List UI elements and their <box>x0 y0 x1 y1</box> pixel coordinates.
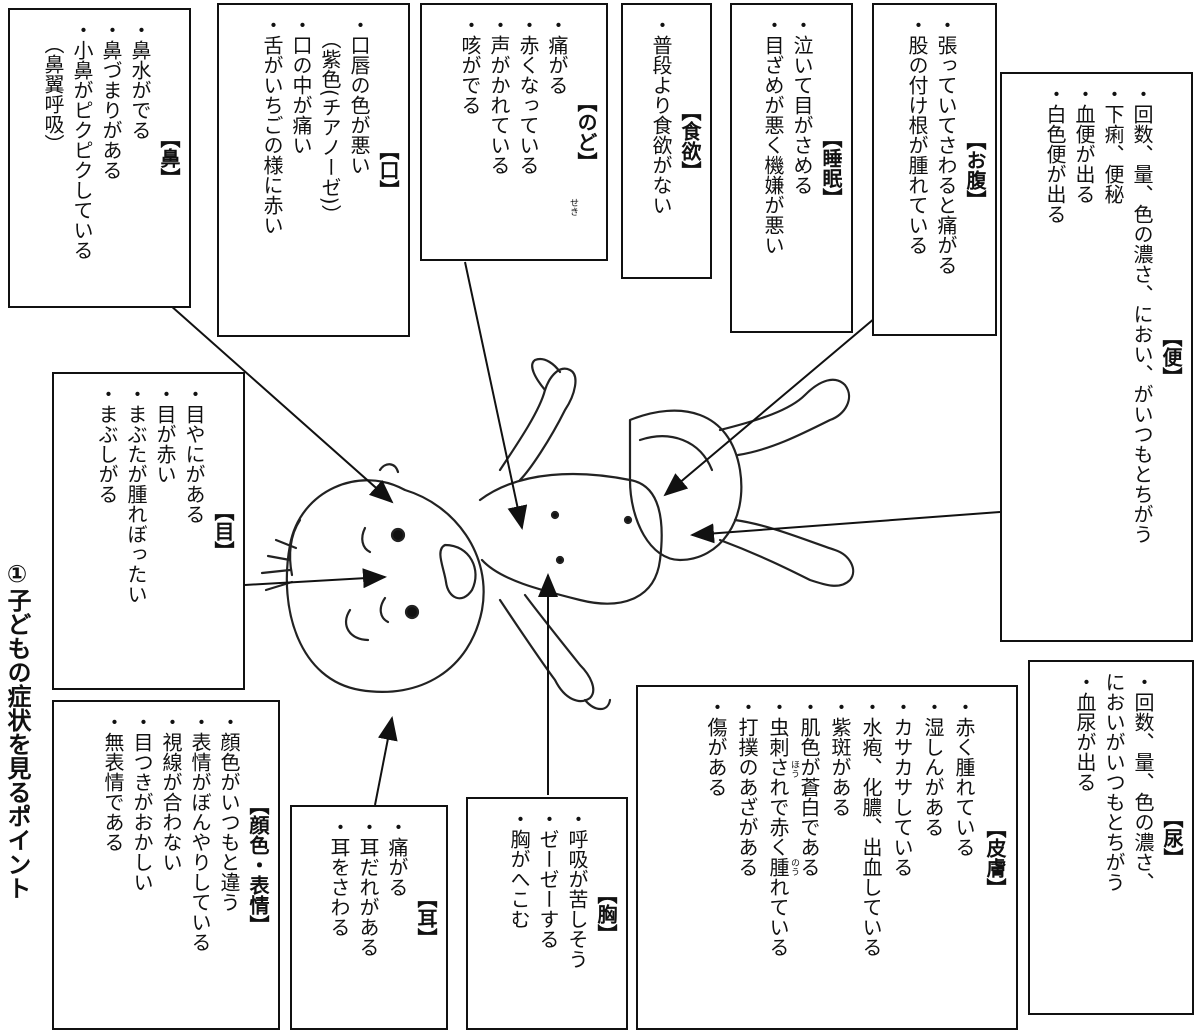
appetite-item: ・普段より食欲がない <box>649 15 673 215</box>
nose-note: （鼻翼呼吸） <box>41 34 65 154</box>
eye-box: 【目】 ・目やにがある ・目が赤い ・まぶたが腫れぼったい ・まぶしがる <box>52 372 245 690</box>
throat-heading: 【のど】 <box>574 92 598 172</box>
skin-item: ・カサカサしている <box>890 697 914 877</box>
sleep-heading: 【睡眠】 <box>819 128 843 208</box>
skin-item: ・虫刺されで赤く腫れている <box>766 697 790 957</box>
mouth-item: ・口の中が痛い <box>289 15 313 155</box>
skin-item: ・打撲のあざがある <box>735 697 759 877</box>
throat-item: ・咳がでる <box>458 15 482 115</box>
belly-box: 【お腹】 ・張っていてさわると痛がる ・股の付け根が腫れている <box>872 3 997 336</box>
arrow-belly <box>663 317 876 497</box>
skin-heading: 【皮膚】 <box>983 817 1007 898</box>
chest-item: ・ゼーゼーする <box>536 809 560 949</box>
eye-item: ・目が赤い <box>153 384 177 484</box>
baby-body <box>478 472 663 605</box>
baby-eye-right <box>404 604 420 620</box>
urine-box: 【尿】 ・回数、量、色の濃さ、 においがいつもとちがう ・血尿が出る <box>1028 660 1194 1015</box>
eye-item: ・まぶたが腫れぼったい <box>124 384 148 604</box>
arrow-nose <box>169 304 394 504</box>
baby-ear <box>344 608 370 642</box>
mouth-note: （紫色(チアノーゼ)） <box>318 29 342 225</box>
baby-eye-left <box>390 527 406 543</box>
nose-box: 【鼻】 ・鼻水がでる ・鼻づまりがある ・小鼻がピクピクしている （鼻翼呼吸） <box>8 8 191 308</box>
ear-item: ・痛がる <box>385 817 409 897</box>
belly-item: ・股の付け根が腫れている <box>905 15 929 255</box>
throat-item: ・痛がる <box>545 15 569 95</box>
mouth-heading: 【口】 <box>376 140 400 200</box>
nose-item: ・鼻水がでる <box>128 20 152 140</box>
face-item: ・顔色がいつもと違う <box>217 712 241 912</box>
face-item: ・目つきがおかしい <box>130 712 154 892</box>
arrow-throat <box>464 261 528 530</box>
face-box: 【顔色・表情】 ・顔色がいつもと違う ・表情がぼんやりしている ・視線が合わない… <box>52 700 280 1030</box>
skin-box: 【皮膚】 ・赤く腫れている ・湿しんがある ・カサカサしている ・水疱、化膿、出… <box>636 685 1018 1030</box>
stool-item: ・血便が出る <box>1072 84 1096 204</box>
urine-heading: 【尿】 <box>1160 807 1184 868</box>
ruby-blister: ほう <box>789 760 799 778</box>
baby-mouth <box>439 543 477 600</box>
mouth-item: ・舌がいちごの様に赤い <box>260 15 284 235</box>
appetite-box: 【食欲】 ・普段より食欲がない <box>621 3 712 279</box>
page-title: ①子どもの症状を見るポイント <box>3 560 31 900</box>
baby-arm-lower <box>498 593 595 703</box>
eye-item: ・目やにがある <box>182 384 206 524</box>
mouth-item: ・口唇の色が悪い <box>347 15 371 175</box>
mouth-box: 【口】 ・口唇の色が悪い （紫色(チアノーゼ)） ・口の中が痛い ・舌がいちごの… <box>217 3 410 337</box>
nose-item: ・鼻づまりがある <box>99 20 123 180</box>
urine-item: ・回数、量、色の濃さ、 <box>1131 672 1155 892</box>
arrow-eye <box>244 568 387 589</box>
chest-item: ・胸がへこむ <box>507 809 531 929</box>
stool-heading: 【便】 <box>1159 327 1183 387</box>
urine-item: においがいつもとちがう <box>1102 672 1126 892</box>
throat-box: 【のど】 ・痛がる ・赤くなっている ・声がかれている ・咳がでる <box>420 3 608 261</box>
nose-heading: 【鼻】 <box>157 128 181 188</box>
belly-heading: 【お腹】 <box>963 129 987 210</box>
belly-item: ・張っていてさわると痛がる <box>934 15 958 275</box>
face-item: ・表情がぼんやりしている <box>188 712 212 952</box>
arrow-ear <box>374 716 398 806</box>
face-heading: 【顔色・表情】 <box>246 795 270 935</box>
baby-leg-lower <box>718 518 855 587</box>
stool-item: ・下痢、便秘 <box>1101 84 1125 204</box>
face-item: ・無表情である <box>101 712 125 852</box>
sleep-item: ・泣いて目がさめる <box>790 15 814 195</box>
eye-item: ・まぶしがる <box>95 384 119 504</box>
baby-diaper <box>628 409 743 562</box>
ear-heading: 【耳】 <box>414 887 438 948</box>
stool-item: ・白色便が出る <box>1043 84 1067 224</box>
sleep-box: 【睡眠】 ・泣いて目がさめる ・目ざめが悪く機嫌が悪い <box>730 3 853 333</box>
stool-box: 【便】 ・回数、量、色の濃さ、におい、がいつもとちがう ・下痢、便秘 ・血便が出… <box>1000 72 1193 642</box>
sleep-item: ・目ざめが悪く機嫌が悪い <box>761 15 785 255</box>
ruby-cough: せき <box>568 198 578 216</box>
skin-item: ・赤く腫れている <box>952 697 976 857</box>
chest-box: 【胸】 ・呼吸が苦しそう ・ゼーゼーする ・胸がへこむ <box>466 797 628 1030</box>
baby-leg-upper <box>718 378 851 457</box>
throat-item: ・声がかれている <box>487 15 511 175</box>
appetite-heading: 【食欲】 <box>678 101 702 181</box>
skin-item: ・傷がある <box>704 697 728 797</box>
ruby-pus: のう <box>789 858 799 876</box>
skin-item: ・水疱、化膿、出血している <box>859 697 883 957</box>
nose-item: ・小鼻がピクピクしている <box>70 20 94 260</box>
ear-item: ・耳だれがある <box>356 817 380 957</box>
chest-heading: 【胸】 <box>594 883 618 944</box>
throat-item: ・赤くなっている <box>516 15 540 175</box>
skin-item: ・紫斑がある <box>828 697 852 817</box>
arrow-stool <box>690 511 1001 544</box>
eye-heading: 【目】 <box>211 501 235 561</box>
baby-arm-upper <box>498 367 577 482</box>
urine-item: ・血尿が出る <box>1073 672 1097 792</box>
chest-item: ・呼吸が苦しそう <box>565 809 589 969</box>
ear-box: 【耳】 ・痛がる ・耳だれがある ・耳をさわる <box>290 805 448 1030</box>
skin-item: ・肌色が蒼白である <box>797 697 821 877</box>
face-item: ・視線が合わない <box>159 712 183 872</box>
stool-item: ・回数、量、色の濃さ、におい、がいつもとちがう <box>1130 84 1154 544</box>
baby-head <box>285 479 485 693</box>
skin-item: ・湿しんがある <box>921 697 945 837</box>
ear-item: ・耳をさわる <box>327 817 351 937</box>
